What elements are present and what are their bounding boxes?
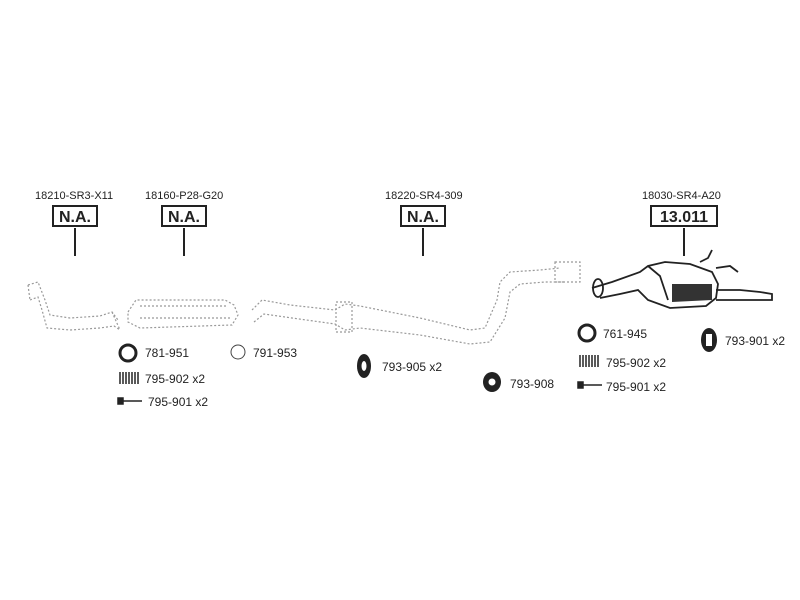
rear-silencer-part bbox=[591, 249, 773, 309]
part-number-box: N.A. bbox=[161, 205, 207, 227]
part-label: 793-908 bbox=[510, 377, 555, 391]
part-label: 781-951 bbox=[145, 346, 190, 360]
gasket-ring-icon bbox=[230, 344, 246, 360]
part-number-box: N.A. bbox=[52, 205, 98, 227]
part-label: 795-901 x2 bbox=[606, 380, 667, 394]
oe-number: 18220-SR4-309 bbox=[385, 190, 463, 202]
part-label: 793-905 x2 bbox=[382, 360, 443, 374]
bolt-icon bbox=[117, 397, 142, 405]
oe-number: 18210-SR3-X11 bbox=[35, 190, 114, 202]
oe-number: 18160-P28-G20 bbox=[145, 190, 224, 202]
oe-number: 18030-SR4-A20 bbox=[642, 190, 721, 202]
rubber-mount-icon bbox=[701, 328, 717, 352]
part-label: 761-945 bbox=[603, 327, 648, 341]
spring-icon bbox=[119, 372, 139, 384]
rubber-mount-icon bbox=[483, 372, 501, 392]
part-number-box: N.A. bbox=[400, 205, 446, 227]
bolt-icon bbox=[577, 381, 602, 389]
part-label: 795-902 x2 bbox=[145, 372, 206, 386]
part-label: 795-902 x2 bbox=[606, 356, 667, 370]
spring-icon bbox=[579, 355, 599, 367]
intermediate-pipe-part bbox=[251, 261, 581, 345]
catalytic-converter-part bbox=[127, 299, 239, 329]
rubber-mount-icon bbox=[357, 354, 371, 378]
seal-ring-icon bbox=[577, 323, 597, 343]
part-label: 791-953 bbox=[253, 346, 298, 360]
part-label: 795-901 x2 bbox=[148, 395, 209, 409]
part-label: 793-901 x2 bbox=[725, 334, 786, 348]
front-pipe-part bbox=[27, 281, 121, 331]
seal-ring-icon bbox=[118, 343, 138, 363]
rear-silencer-shading bbox=[672, 284, 712, 302]
part-number-box: 13.011 bbox=[650, 205, 718, 227]
